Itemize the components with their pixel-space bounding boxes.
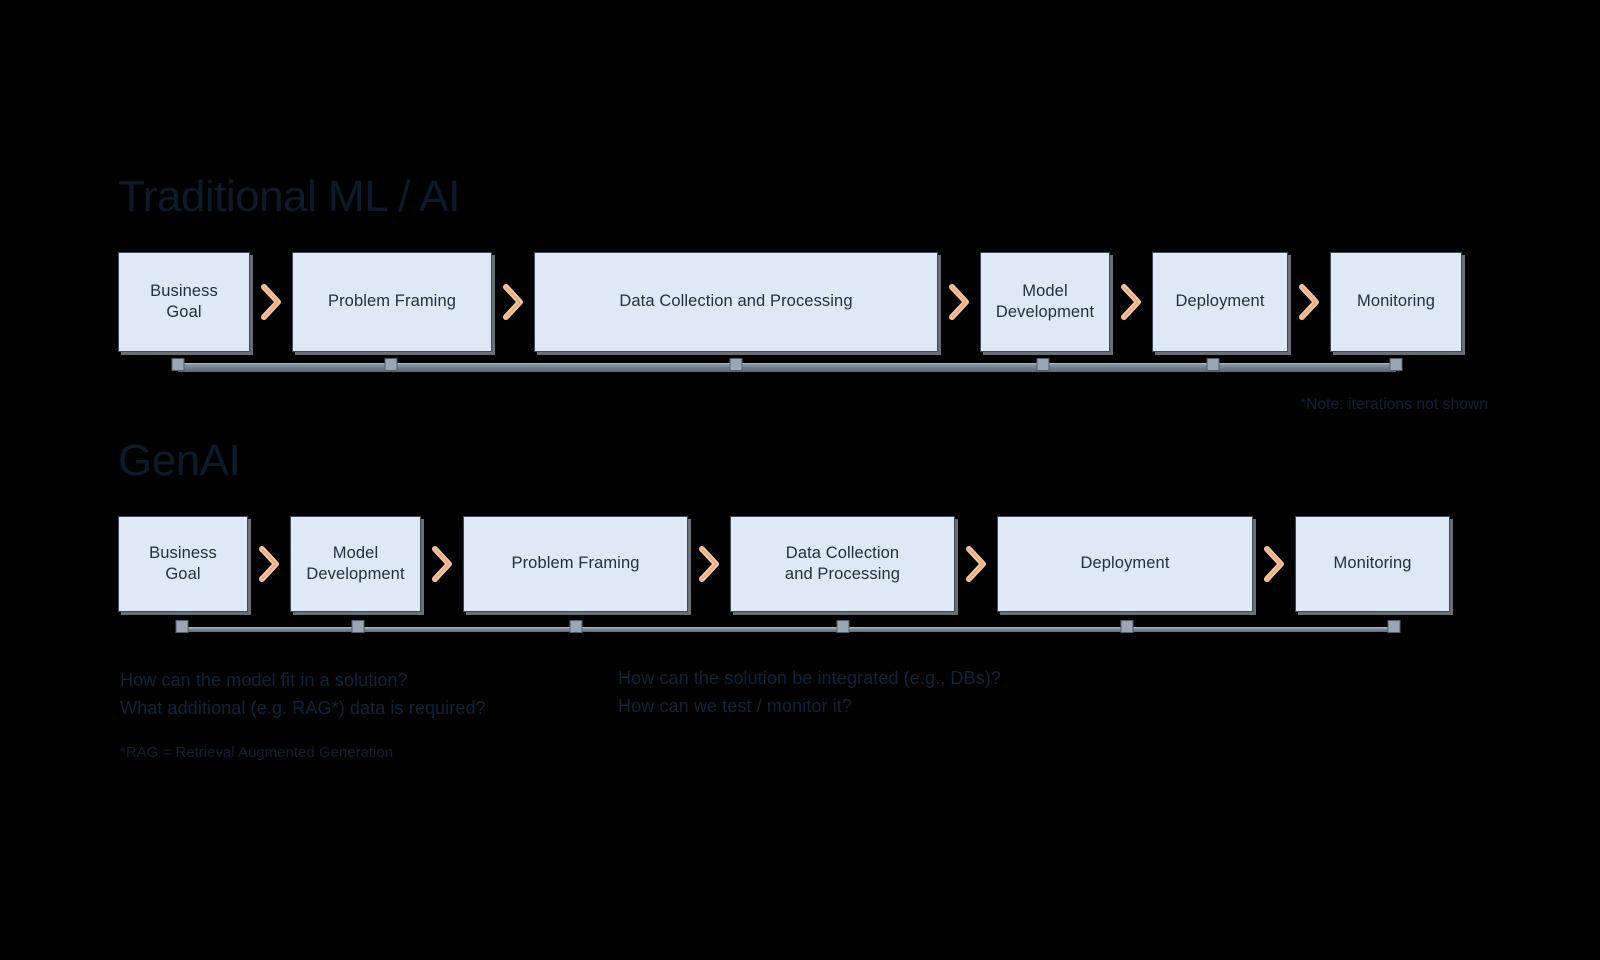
- chevron-right-icon: [492, 282, 534, 322]
- timeline-tick[interactable]: [1389, 358, 1403, 371]
- stage-deployment-genai[interactable]: Deployment: [997, 516, 1253, 612]
- timeline-bar: [182, 627, 1394, 632]
- stage-business-goal-genai[interactable]: Business Goal: [118, 516, 248, 612]
- stage-label: Data Collection and Processing: [619, 292, 853, 311]
- chevron-right-icon: [955, 544, 997, 584]
- stage-problem-framing-genai[interactable]: Problem Framing: [463, 516, 688, 612]
- chevron-right-icon: [688, 544, 730, 584]
- timeline-genai[interactable]: [175, 620, 1401, 636]
- timeline-tick[interactable]: [1036, 358, 1050, 371]
- stage-label: Business Goal: [150, 281, 218, 321]
- stage-business-goal-traditional[interactable]: Business Goal: [118, 252, 250, 352]
- flow-row-traditional: Business Goal Problem Framing Data Colle…: [118, 250, 1462, 354]
- timeline-tick[interactable]: [1206, 358, 1220, 371]
- timeline-tick[interactable]: [384, 358, 398, 371]
- stage-label: Deployment: [1080, 554, 1170, 573]
- stage-deployment-traditional[interactable]: Deployment: [1152, 252, 1288, 352]
- stage-model-development-genai[interactable]: Model Development: [290, 516, 421, 612]
- timeline-tick[interactable]: [1387, 620, 1401, 633]
- stage-label: Business Goal: [149, 543, 217, 583]
- stage-label: Deployment: [1175, 292, 1265, 311]
- stage-monitoring-genai[interactable]: Monitoring: [1295, 516, 1450, 612]
- chevron-right-icon: [421, 544, 463, 584]
- annotations-left: How can the model fit in a solution? Wha…: [120, 666, 486, 722]
- stage-label: Monitoring: [1356, 292, 1436, 311]
- annotation-line: How can the model fit in a solution?: [120, 670, 408, 690]
- timeline-tick[interactable]: [175, 620, 189, 633]
- stage-data-collection-genai[interactable]: Data Collection and Processing: [730, 516, 955, 612]
- annotation-line: What additional (e.g. RAG*) data is requ…: [120, 698, 486, 718]
- chevron-right-icon: [1253, 544, 1295, 584]
- note-iterations: *Note: iterations not shown: [1300, 396, 1488, 413]
- timeline-tick[interactable]: [729, 358, 743, 371]
- stage-data-collection-traditional[interactable]: Data Collection and Processing: [534, 252, 938, 352]
- annotations-right: How can the solution be integrated (e.g.…: [618, 664, 1001, 720]
- section-title-genai: GenAI: [118, 436, 241, 485]
- stage-label: Problem Framing: [511, 554, 640, 573]
- timeline-tick[interactable]: [569, 620, 583, 633]
- stage-problem-framing-traditional[interactable]: Problem Framing: [292, 252, 492, 352]
- stage-label: Data Collection and Processing: [784, 543, 901, 583]
- section-title-traditional: Traditional ML / AI: [118, 172, 460, 221]
- timeline-traditional[interactable]: [171, 358, 1403, 374]
- stage-monitoring-traditional[interactable]: Monitoring: [1330, 252, 1462, 352]
- stage-label: Model Development: [306, 543, 405, 583]
- timeline-bar: [178, 363, 1396, 372]
- timeline-tick[interactable]: [1120, 620, 1134, 633]
- chevron-right-icon: [248, 544, 290, 584]
- stage-label: Model Development: [995, 281, 1095, 321]
- flow-row-genai: Business Goal Model Development Problem …: [118, 514, 1450, 614]
- timeline-tick[interactable]: [836, 620, 850, 633]
- stage-label: Problem Framing: [327, 292, 457, 311]
- chevron-right-icon: [1110, 282, 1152, 322]
- timeline-tick[interactable]: [171, 358, 185, 371]
- annotation-line: How can we test / monitor it?: [618, 696, 852, 716]
- chevron-right-icon: [250, 282, 292, 322]
- chevron-right-icon: [1288, 282, 1330, 322]
- timeline-tick[interactable]: [351, 620, 365, 633]
- stage-model-development-traditional[interactable]: Model Development: [980, 252, 1110, 352]
- footnote-rag: *RAG = Retrieval Augmented Generation: [120, 744, 394, 761]
- chevron-right-icon: [938, 282, 980, 322]
- annotation-line: How can the solution be integrated (e.g.…: [618, 668, 1001, 688]
- stage-label: Monitoring: [1333, 554, 1412, 573]
